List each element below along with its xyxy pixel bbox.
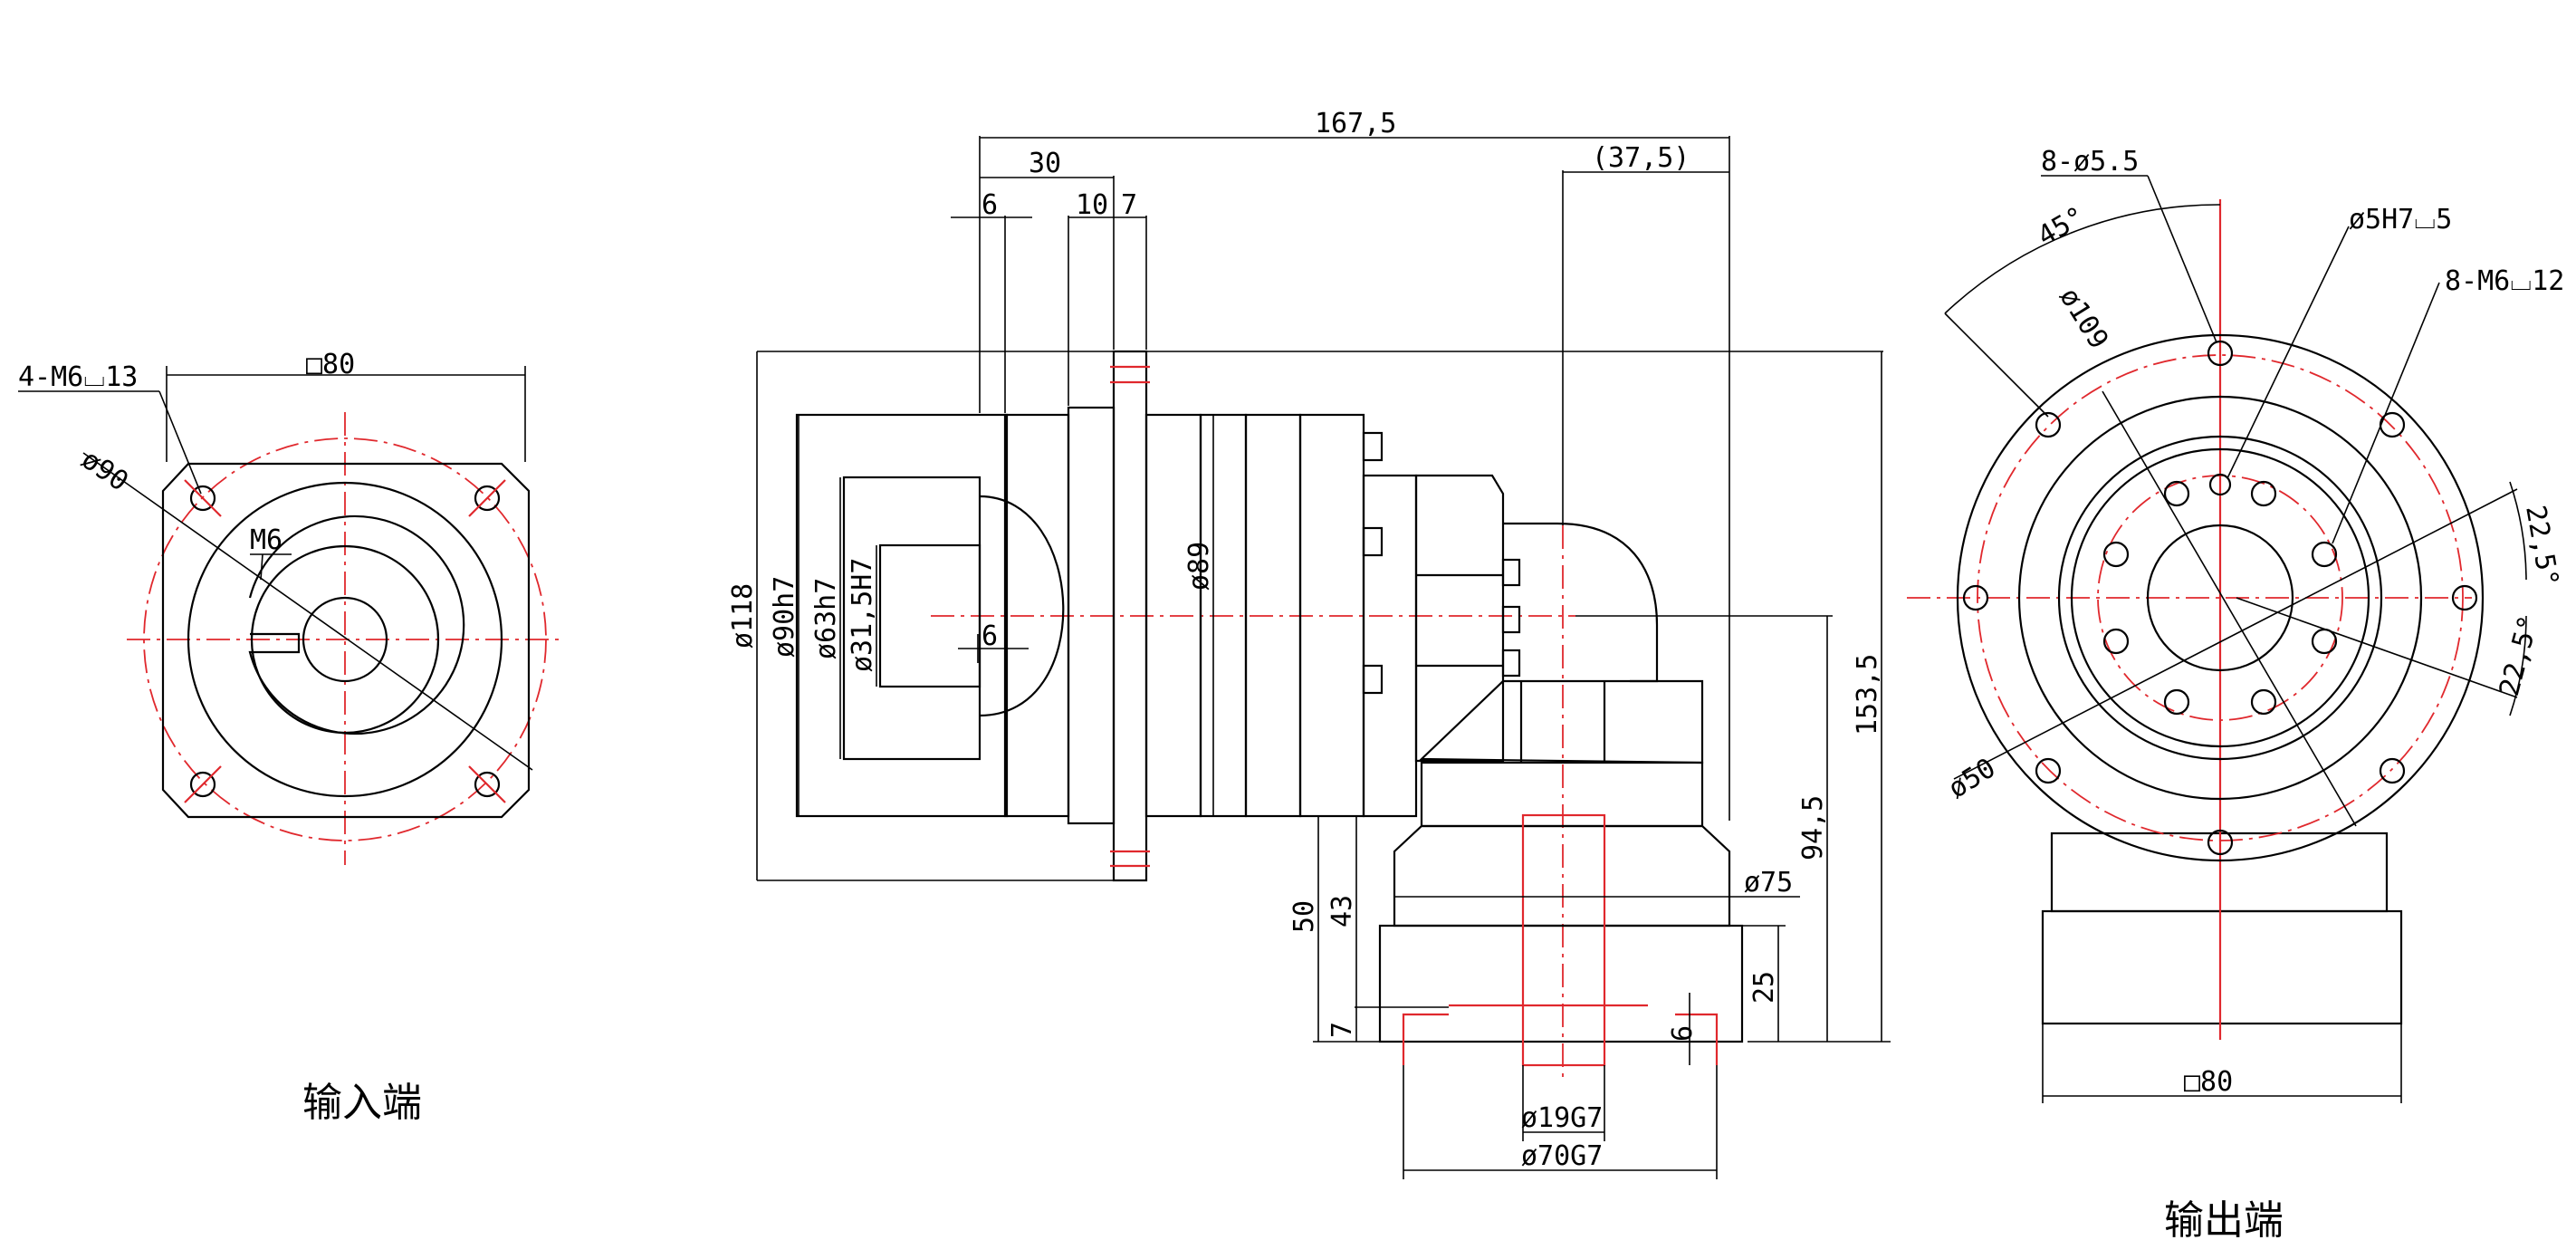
dia-75-dim: ø75 [1744,867,1793,899]
input-outer-circle [187,481,503,798]
height-94-dim: 94,5 [1797,795,1829,860]
output-outer-holes [1962,340,2478,856]
input-end-view: □80 4-M6⌴13 ø90 M6 输入端 [18,349,561,1126]
bore-70-dim: ø70G7 [1521,1140,1603,1172]
key-6-dim: 6 [1667,1025,1699,1042]
input-bore-circle [302,596,388,683]
output-holes-note: 8-ø5.5 [2041,146,2139,178]
bolt-head-4 [1501,558,1521,587]
output-bore-circle [2146,524,2294,672]
output-flange-circle [1956,333,2485,862]
bore-19-dim: ø19G7 [1521,1102,1603,1134]
bolt-head-2 [1362,526,1384,557]
output-angle-arc-b [2509,615,2527,716]
angle-housing [1414,474,1505,763]
side-view: 167,5 30 6 10 7 (37,5) ø118 ø90h7 ø63h7 … [727,108,1891,1179]
input-pcd-dim: ø90 [75,444,133,498]
flange-detail-a-dim: 10 [1076,189,1108,221]
output-neck [1420,761,1704,828]
input-shaft-bore [878,543,982,688]
shaft-step-dim: 6 [982,189,998,221]
input-mounting-holes [184,479,506,803]
output-body [1393,824,1731,928]
input-end-caption: 输入端 [302,1080,422,1126]
input-square-flange [161,462,531,819]
overall-length-dim: 167,5 [1315,108,1396,139]
output-bore [1521,813,1606,1067]
input-thread-note: M6 [250,524,282,556]
height-7-dim: 7 [1326,1022,1358,1038]
input-hole-bl [189,771,216,798]
output-thread-holes-note: 8-M6⌴12 [2445,265,2564,297]
input-holes-note: 4-M6⌴13 [18,361,138,393]
output-dia-50: ø50 [1943,752,2002,804]
output-end-caption: 输出端 [2164,1197,2284,1240]
keyway-dim: 6 [982,620,998,652]
input-coupling-dome [979,495,1065,717]
gear-housing [1362,474,1418,818]
dia-89-dim: ø89 [1183,542,1215,591]
dia-90-dim: ø90h7 [769,576,800,658]
input-pcd-circle [143,437,547,841]
output-square-dim: □80 [2184,1066,2233,1098]
output-pin-hole [2208,473,2232,496]
output-offset-dim: (37,5) [1592,142,1690,174]
input-square-dim: □80 [306,349,355,380]
output-flange [1378,924,1744,1043]
output-angle-arc-a [2509,481,2527,581]
flange-thickness-dim: 30 [1029,148,1061,179]
output-outer-pcd [1977,354,2464,841]
bolt-head-6 [1501,649,1521,678]
input-adapter [795,413,1009,818]
output-angle-b: 22,5° [2494,612,2545,699]
output-angle-arc [1944,204,2221,314]
dia-63-dim: ø63h7 [810,578,842,659]
bolt-head-3 [1362,664,1384,695]
output-pin-note: ø5H7⌴5 [2349,204,2452,236]
output-dia-109: ø109 [2053,283,2114,355]
elbow-housing [1503,522,1659,683]
flange-detail-b-dim: 7 [1121,189,1137,221]
height-25-dim: 25 [1748,971,1780,1004]
output-hub-circle [2070,447,2370,748]
output-body-circle [2017,395,2423,801]
dia-31-dim: ø31,5H7 [847,558,878,672]
output-lower-flange [2041,909,2403,1025]
bolt-head-5 [1501,605,1521,634]
height-50-dim: 50 [1288,900,1320,933]
dia-118-dim: ø118 [727,583,759,649]
input-hole-tl [189,485,216,512]
input-clamp-slot [248,514,465,735]
output-inner-holes [2102,473,2338,716]
output-collar [1419,679,1704,764]
input-hole-tr [474,485,501,512]
output-end-view: 45° 22,5° 22,5° 8-ø5.5 ø5H7⌴5 8-M6⌴12 ø1… [1907,146,2564,1240]
input-hole-br [474,771,501,798]
flange-hub [1067,406,1116,825]
height-153-dim: 153,5 [1852,654,1883,735]
output-shoulder-circle [2057,435,2383,761]
output-angle-45: 45° [2033,201,2091,253]
bolt-head-1 [1362,431,1384,462]
height-43-dim: 43 [1326,895,1358,928]
